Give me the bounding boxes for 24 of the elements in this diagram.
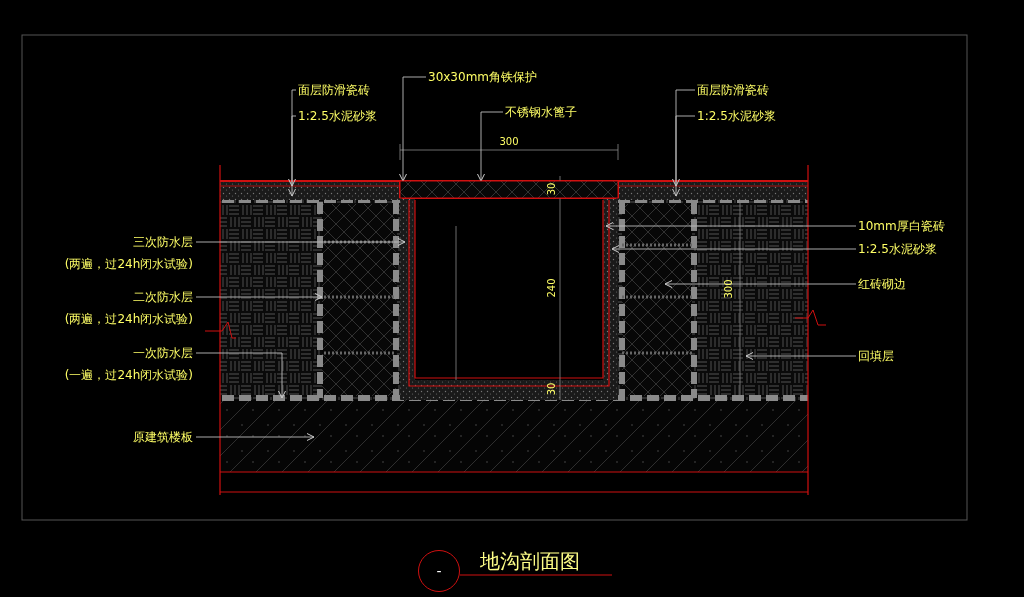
callout-text: 1:2.5水泥砂浆 [298,108,377,125]
callout-text: 1:2.5水泥砂浆 [697,108,776,125]
callout-text: 面层防滑瓷砖 [298,82,370,99]
drawing-title: 地沟剖面图 [480,548,580,575]
callout-text: 一次防水层 [132,345,193,362]
callout-text: 原建筑楼板 [133,429,193,446]
callout-text: 二次防水层 [132,289,193,306]
callout-text: (两遍，过24h闭水试验) [64,256,193,273]
drain-grate [399,180,619,199]
callout-text: 红砖砌边 [858,276,906,293]
callout-text: 不锈钢水篦子 [505,104,577,121]
callout-text: (一遍，过24h闭水试验) [64,367,193,384]
callout-text: 1:2.5水泥砂浆 [858,241,937,258]
dimension-text: 300 [499,135,519,147]
dimension-text: 30 [545,382,557,396]
callout-text: 30x30mm角铁保护 [428,69,538,86]
callout-text: 面层防滑瓷砖 [697,82,769,99]
dimension-text: 240 [545,278,557,298]
callout-text: 三次防水层 [132,234,193,251]
callout-text: 10mm厚白瓷砖 [858,218,945,235]
dimension-text: 30 [545,182,557,196]
callout-text: 回填层 [858,348,894,365]
callout-text: (两遍，过24h闭水试验) [64,311,193,328]
dimension-text: 300 [722,279,734,299]
